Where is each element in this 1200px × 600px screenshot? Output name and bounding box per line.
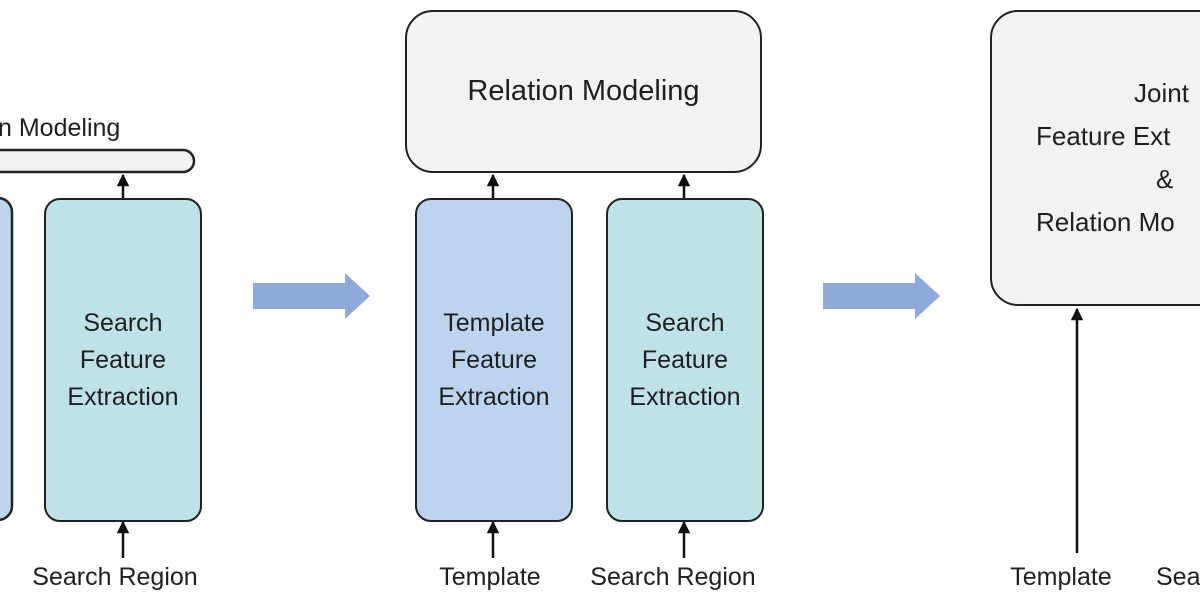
transition-arrow-1 bbox=[253, 273, 370, 319]
right-template-label: Template bbox=[1010, 563, 1112, 591]
middle-template-label: Template bbox=[439, 563, 541, 591]
middle-template-box-line-3: Extraction bbox=[438, 382, 550, 411]
middle-relation-modeling-label: Relation Modeling bbox=[467, 75, 700, 107]
right-search-label: Sea bbox=[1156, 563, 1200, 591]
middle-search-box-line-2: Feature bbox=[641, 345, 729, 374]
middle-search-region-label: Search Region bbox=[590, 563, 756, 591]
middle-search-feature-extraction: Search Feature Extraction bbox=[606, 198, 764, 522]
left-relation-modeling-bar bbox=[0, 148, 196, 174]
right-joint-line-2: Feature Ext bbox=[1036, 121, 1171, 151]
left-search-box-line-3: Extraction bbox=[67, 382, 179, 411]
middle-relation-modeling-box: Relation Modeling bbox=[405, 10, 762, 173]
transition-arrow-2 bbox=[823, 273, 940, 319]
left-search-box-line-2: Feature bbox=[79, 345, 167, 374]
left-search-box-line-1: Search bbox=[83, 308, 163, 337]
middle-search-box-line-1: Search bbox=[645, 308, 725, 337]
right-joint-line-3: & bbox=[1156, 164, 1174, 194]
middle-search-box-line-3: Extraction bbox=[629, 382, 741, 411]
middle-template-feature-extraction: Template Feature Extraction bbox=[415, 198, 573, 522]
left-search-feature-extraction: Search Feature Extraction bbox=[44, 198, 202, 522]
middle-template-box-line-1: Template bbox=[443, 308, 545, 337]
left-template-extraction-edge bbox=[0, 196, 14, 522]
right-joint-feature-relation-box: Joint Feature Ext & Relation Mo bbox=[990, 10, 1200, 306]
middle-template-box-line-2: Feature bbox=[450, 345, 538, 374]
left-relation-modeling-label: n Modeling bbox=[0, 114, 121, 142]
right-joint-line-1: Joint bbox=[1134, 78, 1189, 108]
left-search-region-label: Search Region bbox=[32, 563, 198, 591]
right-joint-line-4: Relation Mo bbox=[1036, 207, 1175, 237]
